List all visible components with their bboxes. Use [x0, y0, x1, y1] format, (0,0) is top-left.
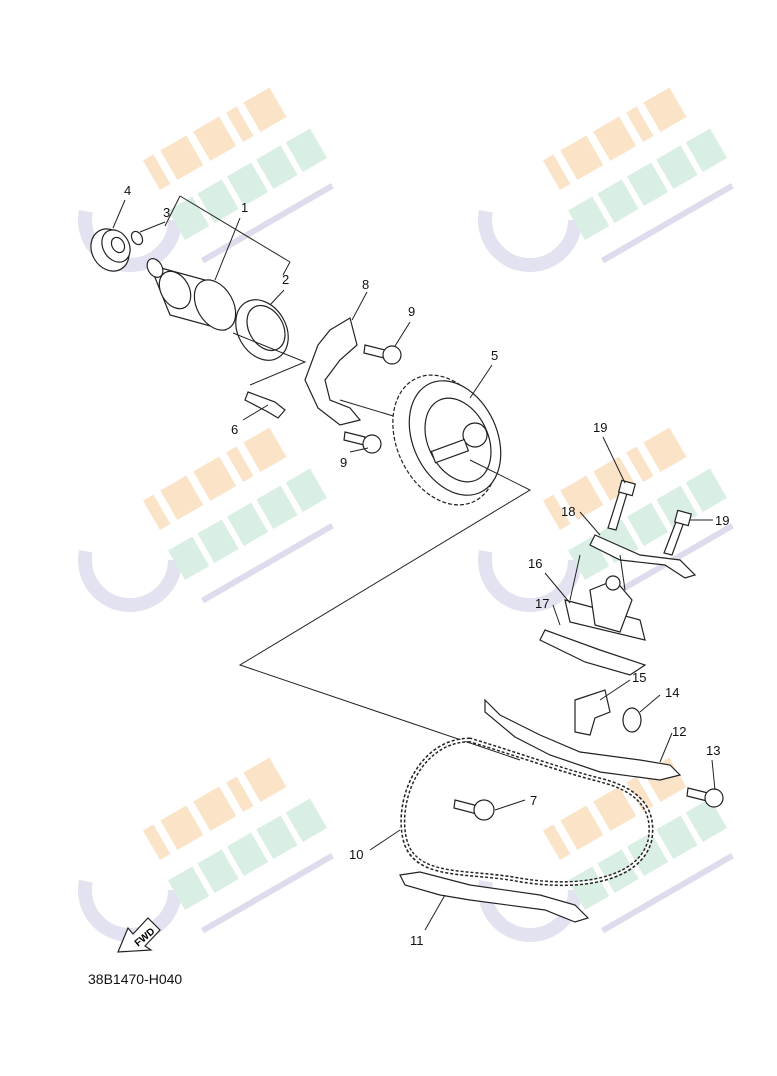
callout-3: 3	[163, 205, 170, 220]
callout-7: 7	[530, 793, 537, 808]
collar-part-14	[622, 707, 642, 733]
callout-17: 17	[535, 596, 549, 611]
callout-13: 13	[706, 743, 720, 758]
gasket-part-18	[589, 534, 697, 579]
callout-4: 4	[124, 183, 131, 198]
cam-chain-inner	[401, 738, 652, 885]
bearing-part-4	[90, 228, 131, 272]
callout-9-upper: 9	[408, 304, 415, 319]
bolt-part-9-lower	[343, 431, 382, 454]
chain-guide-part-11	[399, 871, 590, 923]
callout-19-right: 19	[715, 513, 729, 528]
callout-10: 10	[349, 847, 363, 862]
oring-part-3	[130, 230, 144, 246]
watermark-logo	[485, 88, 734, 265]
tensioner-guide-part-12	[484, 698, 682, 781]
callout-5: 5	[491, 348, 498, 363]
guide-line	[238, 459, 532, 761]
bolt-part-9-upper	[363, 344, 402, 365]
diagram-code: 38B1470-H040	[88, 971, 183, 987]
watermark-logo	[85, 428, 334, 605]
bolt-part-7	[453, 799, 495, 821]
guide-line	[569, 554, 626, 601]
cam-sprocket-part-5	[392, 374, 502, 506]
gasket-part-17	[539, 629, 647, 676]
group-bracket	[164, 195, 291, 276]
guide-line	[232, 332, 307, 386]
callout-15: 15	[632, 670, 646, 685]
pin-part-6	[244, 391, 286, 419]
callout-6: 6	[231, 422, 238, 437]
callout-1: 1	[241, 200, 248, 215]
callout-18: 18	[561, 504, 575, 519]
guide-line	[339, 399, 401, 419]
callout-19-left: 19	[593, 420, 607, 435]
plate-part-8	[304, 317, 362, 426]
callout-16: 16	[528, 556, 542, 571]
callout-9-lower: 9	[340, 455, 347, 470]
watermark	[85, 88, 734, 935]
leader-lines	[112, 199, 716, 931]
watermark-logo	[85, 758, 334, 935]
bolt-part-13	[686, 787, 724, 808]
bracket-part-15	[574, 689, 611, 736]
bearing-part-2	[235, 299, 289, 361]
callout-11: 11	[410, 933, 424, 948]
callout-2: 2	[282, 272, 289, 287]
bolt-part-19-right	[663, 509, 693, 556]
camshaft-part-1	[146, 258, 237, 331]
tensioner-part-16	[564, 575, 646, 641]
callout-14: 14	[665, 685, 679, 700]
callout-12: 12	[672, 724, 686, 739]
bolt-part-19-left	[607, 479, 637, 531]
callout-8: 8	[362, 277, 369, 292]
